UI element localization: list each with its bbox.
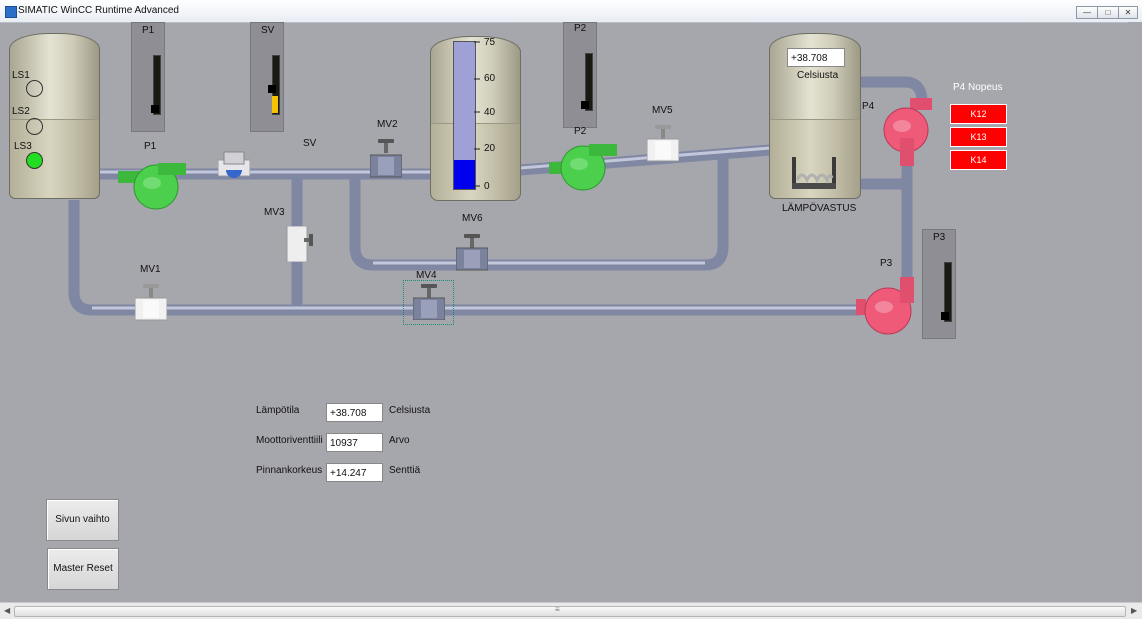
title-bar: SIMATIC WinCC Runtime Advanced — □ ✕ [0,0,1142,23]
pump-p3-label: P3 [880,258,893,269]
pump-p2-label: P2 [574,126,587,137]
p3-indicator-track [944,262,952,322]
pump-p4-icon[interactable] [880,98,936,166]
maximize-button[interactable]: □ [1097,6,1119,19]
heater-element-icon [792,157,836,189]
speed-button-k13[interactable]: K13 [950,127,1007,147]
level-label: Pinnankorkeus [256,465,323,476]
p2-indicator-track [585,53,593,111]
motor-valve-field: 10937 [326,433,383,452]
pump-p3-icon[interactable] [856,277,918,337]
wincc-app-icon [5,6,17,18]
valve-mv1-icon[interactable] [135,284,167,322]
p2-indicator-marker [581,101,589,109]
p3-indicator-marker [941,312,949,320]
scrollbar-thumb[interactable]: ≡ [14,605,1126,617]
ls3-label: LS3 [14,141,32,152]
ls1-label: LS1 [12,70,30,81]
p2-indicator-panel: P2 [563,22,597,128]
temperature-label: Lämpötila [256,405,300,416]
pipe-mv6-loop [349,152,729,271]
scale-60: 60 [484,73,496,84]
tank-1 [9,33,100,199]
tank-3-unit-label: Celsiusta [797,70,839,81]
valve-mv2-label: MV2 [377,119,398,130]
scale-0: 0 [484,181,490,192]
motor-valve-unit: Arvo [389,435,410,446]
scroll-grip-icon: ≡ [555,605,560,614]
valve-sv-label: SV [303,138,317,149]
valve-mv5-icon[interactable] [647,125,679,163]
temperature-field: +38.708 [326,403,383,422]
valve-mv4-label: MV4 [416,270,437,281]
tank-1-liquid [10,119,99,198]
pump-p1-icon[interactable] [118,157,186,213]
valve-mv6-label: MV6 [462,213,483,224]
heater-label: LÄMPÖVASTUS [782,203,857,214]
p4-speed-title: P4 Nopeus [953,82,1003,93]
horizontal-scrollbar[interactable]: ◀ ≡ ▶ [0,602,1142,619]
ls2-sensor [26,118,43,135]
valve-mv3-icon[interactable] [284,226,314,262]
valve-mv6-icon[interactable] [456,234,488,272]
sv-indicator-marker [268,85,276,93]
scroll-left-icon[interactable]: ◀ [4,606,11,615]
tank-2-level-fill [454,159,475,189]
window-title: SIMATIC WinCC Runtime Advanced [18,5,179,16]
valve-mv1-label: MV1 [140,264,161,275]
p1-indicator-label: P1 [142,25,155,36]
tank-2-scale [474,41,480,187]
valve-mv2-icon[interactable] [370,139,402,179]
p2-indicator-label: P2 [574,23,587,34]
speed-button-k14[interactable]: K14 [950,150,1007,170]
tank-3-temperature-field: +38.708 [787,48,845,67]
valve-mv4-focus [403,280,454,325]
sv-indicator-panel: SV [250,22,284,132]
page-change-button[interactable]: Sivun vaihto [46,499,119,541]
scale-75: 75 [484,37,496,48]
minimize-button[interactable]: — [1076,6,1098,19]
close-button[interactable]: ✕ [1118,6,1138,19]
pump-p1-label: P1 [144,141,157,152]
scroll-right-icon[interactable]: ▶ [1131,606,1138,615]
solenoid-valve-sv-icon[interactable] [218,150,250,182]
pump-p2-icon[interactable] [549,142,617,198]
sv-indicator-fill [272,96,278,113]
motor-valve-label: Moottoriventtiili [256,435,323,446]
level-field: +14.247 [326,463,383,482]
p3-indicator-label: P3 [933,232,946,243]
valve-mv3-label: MV3 [264,207,285,218]
ls1-sensor [26,80,43,97]
tank-2-level-bar [453,41,476,190]
p3-indicator-panel: P3 [922,229,956,339]
p1-indicator-marker [151,105,159,113]
speed-button-k12[interactable]: K12 [950,104,1007,124]
valve-mv4-icon[interactable] [413,284,445,320]
sv-indicator-label: SV [261,25,275,36]
p1-indicator-panel: P1 [131,22,165,132]
level-unit: Senttiä [389,465,421,476]
scale-20: 20 [484,143,496,154]
scale-40: 40 [484,107,496,118]
ls3-sensor [26,152,43,169]
master-reset-button[interactable]: Master Reset [47,548,119,590]
process-canvas: LS1 LS2 LS3 75 60 40 20 0 +38.708 C [0,22,1142,602]
temperature-unit: Celsiusta [389,405,431,416]
ls2-label: LS2 [12,106,30,117]
pipe-bottom [68,200,860,316]
p1-indicator-track [153,55,161,115]
valve-mv5-label: MV5 [652,105,673,116]
right-edge-strip [1128,22,1142,602]
pump-p4-label: P4 [862,101,875,112]
